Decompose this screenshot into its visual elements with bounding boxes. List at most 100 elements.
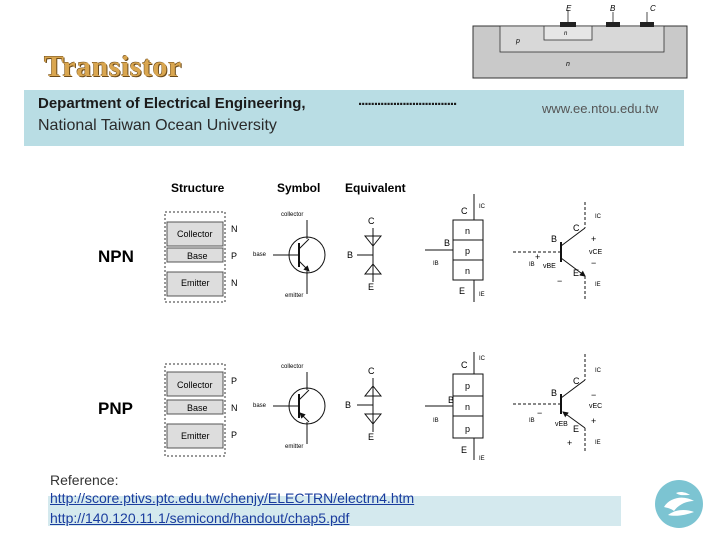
npn-circ-b: B [551,234,557,244]
website-url: www.ee.ntou.edu.tw [542,101,659,116]
pnp-block: p n p C B E IC IB IE [425,352,486,462]
pnp-circ-ie: IE [595,440,601,446]
npn-equivalent: C B E [347,216,383,292]
header-equivalent: Equivalent [345,181,406,195]
pnp-circ-ic: IC [595,368,602,374]
header-structure: Structure [171,181,225,195]
pnp-circ-ib: IB [529,418,535,424]
npn-block-n2: n [465,266,470,276]
npn-block-c: C [461,206,468,216]
npn-block-p: p [465,246,470,256]
pnp-layer-base: Base [187,403,208,413]
dotted-leader: ............................... [358,92,457,109]
npn-circ-plus2: + [591,234,596,244]
npn-circ-ie: IE [595,282,601,288]
npn-block-ib: IB [433,261,439,267]
pnp-circ-vec: vEC [589,403,602,410]
npn-block-ic: IC [479,204,486,210]
pnp-block-n: n [465,402,470,412]
pnp-circ-plus1: + [567,438,572,448]
pnp-sym-base: base [253,403,267,409]
university-logo-icon [655,480,703,528]
university-name: National Taiwan Ocean University [38,117,277,134]
pnp-label: PNP [98,399,133,418]
npn-circ-c: C [573,223,580,233]
pnp-symbol: collector base emitter [253,364,326,450]
pnp-block-ib: IB [433,418,439,424]
npn-type-emitter: N [231,278,238,288]
region-p: p [515,38,520,45]
npn-type-collector: N [231,224,238,234]
npn-block-n1: n [465,226,470,236]
pnp-circ-c: C [573,376,580,386]
npn-block-b: B [444,238,450,248]
npn-block: n p n C B E IC IB IE [425,194,486,302]
pnp-eq-c: C [368,366,375,376]
pnp-block-p1: p [465,381,470,391]
npn-type-base: P [231,251,237,261]
pnp-circ-plus2: + [591,416,596,426]
pnp-sym-collector: collector [281,364,303,370]
npn-sym-collector: collector [281,212,303,218]
npn-circ-vce: vCE [589,249,603,256]
npn-eq-b: B [347,250,353,260]
pnp-equivalent: C B E [345,366,383,442]
pnp-circ-b: B [551,388,557,398]
header-symbol: Symbol [277,181,320,195]
pnp-eq-e: E [368,432,374,442]
npn-circ-minus2: − [591,258,596,268]
terminal-e: E [566,4,572,13]
npn-block-ie: IE [479,292,485,298]
npn-symbol: collector base emitter [253,212,326,299]
pnp-layer-collector: Collector [177,380,213,390]
semiconductor-cross-section: E B C n p n [472,4,688,79]
pnp-type-base: N [231,403,238,413]
pnp-block-e: E [461,445,467,455]
region-n-top: n [564,31,568,37]
npn-circ-ic: IC [595,214,602,220]
pnp-layer-emitter: Emitter [181,431,210,441]
npn-block-e: E [459,286,465,296]
npn-eq-e: E [368,282,374,292]
npn-circ-vbe: vBE [543,263,556,270]
pnp-block-b: B [448,395,454,405]
npn-layer-emitter: Emitter [181,278,210,288]
npn-eq-c: C [368,216,375,226]
header-band [24,90,684,146]
pnp-sym-emitter: emitter [285,444,303,450]
region-n-bottom: n [566,61,570,68]
reference-band [48,496,621,526]
npn-layer-base: Base [187,251,208,261]
npn-circ-e: E [573,268,579,278]
npn-circ-ib: IB [529,262,535,268]
npn-layer-collector: Collector [177,229,213,239]
reference-link-2[interactable]: http://140.120.11.1/semicond/handout/cha… [50,510,350,526]
pnp-circ-minus1: − [537,408,542,418]
pnp-block-c: C [461,360,468,370]
pnp-block-ie: IE [479,456,485,462]
reference-label: Reference: [50,472,119,488]
pnp-block-ic: IC [479,356,486,362]
pnp-block-p2: p [465,424,470,434]
terminal-c: C [650,4,656,13]
slide-title: Transistor [44,50,182,83]
pnp-circ-minus2: − [591,390,596,400]
pnp-circuit: C B E IC IB IE vEB vEC − + − + [513,354,602,452]
npn-sym-base: base [253,252,267,258]
pnp-type-emitter: P [231,430,237,440]
npn-circuit: C B E IC IB IE vBE vCE + − + − [513,202,603,300]
npn-circ-minus1: − [557,276,562,286]
transistor-diagram: Structure Symbol Equivalent NPN Collecto… [98,181,603,462]
pnp-structure: Collector Base Emitter P N P [164,363,238,457]
department-name: Department of Electrical Engineering, [38,95,306,112]
npn-circ-plus1: + [535,252,540,262]
pnp-type-collector: P [231,376,237,386]
npn-sym-emitter: emitter [285,293,303,299]
pnp-circ-veb: vEB [555,421,568,428]
npn-structure: Collector Base Emitter N P N [164,211,238,303]
npn-label: NPN [98,247,134,266]
reference-link-1[interactable]: http://score.ptivs.ptc.edu.tw/chenjy/ELE… [50,490,415,506]
pnp-circ-e: E [573,424,579,434]
terminal-b: B [610,4,616,13]
pnp-eq-b: B [345,400,351,410]
